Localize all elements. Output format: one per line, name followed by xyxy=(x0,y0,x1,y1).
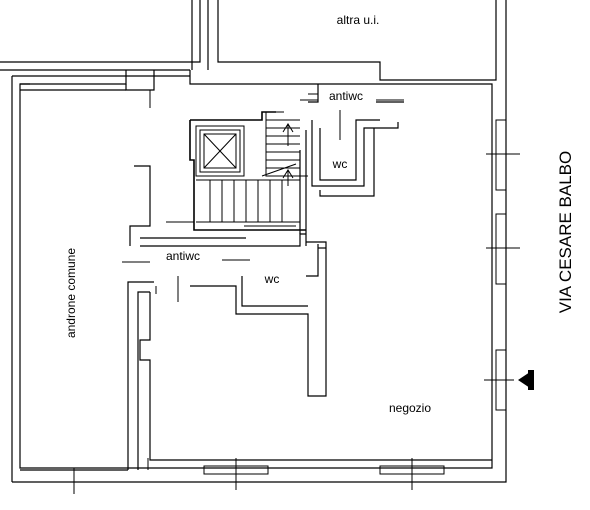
window-marks xyxy=(73,119,520,494)
room-label-androne: androne comune xyxy=(64,248,78,338)
staircase-icon xyxy=(189,111,308,231)
negozio-walls xyxy=(129,84,492,461)
room-label-negozio: negozio xyxy=(389,401,431,415)
room-label-wc-top: wc xyxy=(332,157,348,171)
room-label-antiwc-top: antiwc xyxy=(329,89,363,103)
room-label-wc-mid: wc xyxy=(264,272,280,286)
opening-marks xyxy=(122,90,404,302)
street-label: VIA CESARE BALBO xyxy=(556,151,575,314)
entrance-arrow-icon xyxy=(518,370,534,390)
room-label-antiwc-mid: antiwc xyxy=(166,249,200,263)
room-label-altra: altra u.i. xyxy=(337,13,380,27)
androne-walls xyxy=(20,70,155,471)
outer-walls xyxy=(0,0,507,483)
